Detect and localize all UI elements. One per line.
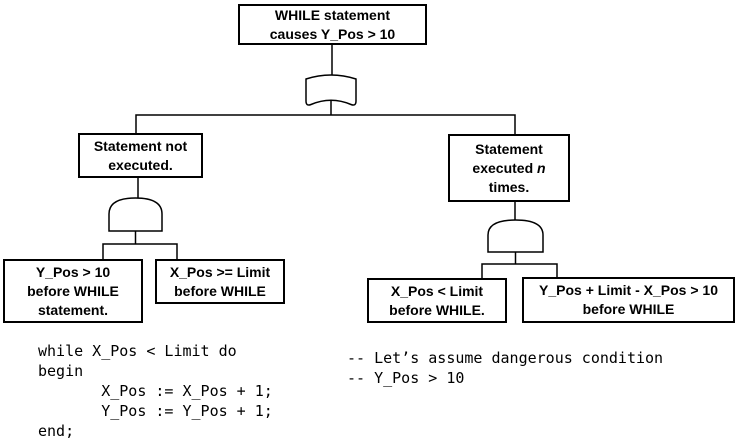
and-gate-symbol-right: [487, 219, 544, 253]
branch-bar: [135, 114, 516, 134]
and-gate-symbol-left: [108, 197, 163, 232]
pascal-while-loop-code: while X_Pos < Limit do begin X_Pos := X_…: [38, 342, 273, 440]
basic-event-box-ypos-before-while: Y_Pos > 10 before WHILE statement.: [3, 259, 143, 323]
right-event-line2-prefix: executed: [472, 159, 538, 176]
right-event-line2: executed n: [472, 159, 545, 178]
right-children-bar: [481, 263, 558, 278]
basic-event-box-xpos-lt-limit: X_Pos < Limit before WHILE.: [367, 278, 507, 323]
right-event-box: Statement executed n times.: [448, 134, 570, 202]
right-event-line1: Statement: [475, 140, 543, 157]
or-gate-symbol: [305, 74, 357, 106]
top-event-box: WHILE statement causes Y_Pos > 10: [238, 4, 427, 45]
left-children-bar: [102, 243, 178, 259]
basic-event-box-xpos-ge-limit: X_Pos >= Limit before WHILE: [155, 259, 285, 304]
left-event-box: Statement not executed.: [78, 133, 203, 178]
basic-event-box-ypos-limit-expr: Y_Pos + Limit - X_Pos > 10 before WHILE: [522, 277, 735, 323]
assumption-comments: -- Let’s assume dangerous condition -- Y…: [347, 349, 664, 387]
right-event-line3: times.: [488, 178, 530, 195]
right-event-line2-n-italic: n: [537, 159, 546, 176]
